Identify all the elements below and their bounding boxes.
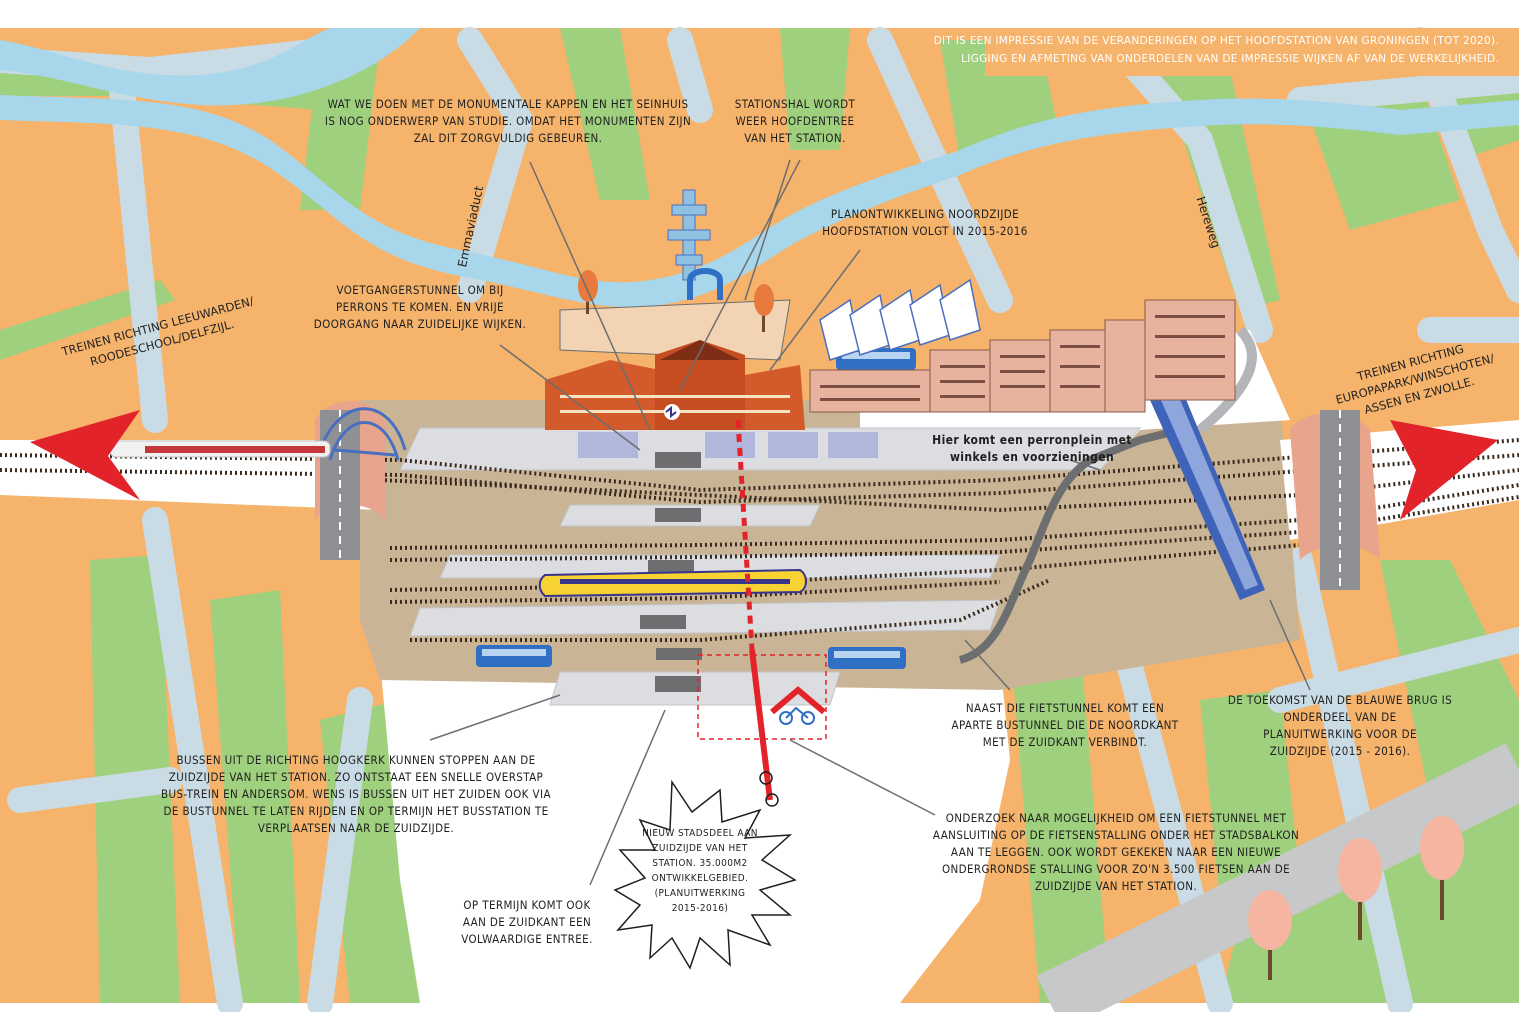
annotation-voetganger: VOETGANGERSTUNNEL OM BIJ PERRONS TE KOME… — [313, 283, 527, 331]
seinhuis-tower — [667, 189, 711, 281]
annotation-bustunnel: NAAST DIE FIETSTUNNEL KOMT EEN APARTE BU… — [951, 701, 1179, 749]
bus-south-east — [828, 647, 906, 669]
streets — [0, 27, 1519, 1012]
annotation-stadsdeel: NIEUW STADSDEEL AAN ZUIDZIJDE VAN HET ST… — [642, 828, 758, 914]
trees-south — [1248, 816, 1464, 980]
east-road-bridge — [1290, 410, 1380, 590]
bus-station-canopies — [819, 278, 981, 361]
annotation-entree: OP TERMIJN KOMT OOK AAN DE ZUIDKANT EEN … — [461, 898, 593, 946]
arch-sculpture — [687, 268, 723, 300]
ns-logo-icon — [664, 404, 680, 420]
annotation-planontwikkeling: PLANONTWIKKELING NOORDZIJDE HOOFDSTATION… — [822, 207, 1028, 238]
bicycle-parking-area — [697, 654, 827, 740]
disclaimer: DIT IS EEN IMPRESSIE VAN DE VERANDERINGE… — [933, 35, 1499, 65]
bicycle-icon — [759, 771, 779, 807]
annotation-fietstunnel: ONDERZOEK NAAR MOGELIJKHEID OM EEN FIETS… — [932, 811, 1300, 893]
canal — [0, 95, 1519, 308]
stadsdeel-badge — [613, 779, 797, 970]
annotation-stationshal: STATIONSHAL WORDT WEER HOOFDENTREE VAN H… — [734, 97, 856, 145]
annotation-blauwebrug: DE TOEKOMST VAN DE BLAUWE BRUG IS ONDERD… — [1227, 693, 1453, 758]
north-bus-road — [1196, 326, 1257, 434]
street-grey — [1036, 743, 1519, 1012]
annotation-perronplein: Hier komt een perronplein met winkels en… — [932, 433, 1132, 464]
bicycle-parking-icon — [770, 686, 826, 725]
disclaimer-banner — [985, 28, 1519, 76]
station-square — [559, 299, 791, 361]
yellow-train — [538, 568, 807, 598]
arrow-west-icon — [30, 410, 140, 500]
fietstunnel-south — [749, 649, 773, 801]
arrow-east-icon — [1390, 420, 1498, 520]
annotation-bussen: BUSSEN UIT DE RICHTING HOOGKERK KUNNEN S… — [161, 753, 551, 835]
underpass-stairs — [640, 452, 702, 692]
canal-top — [0, 28, 420, 106]
fietstunnel-route — [735, 419, 755, 651]
bus-south-west — [476, 645, 552, 667]
west-road-bridge — [315, 401, 385, 560]
annotation-monumental: WAT WE DOEN MET DE MONUMENTALE KAPPEN EN… — [324, 97, 692, 145]
leader-lines — [429, 159, 1311, 886]
bus-north — [836, 348, 916, 370]
bus-tunnel-road — [958, 426, 1181, 664]
shop-pavilions — [578, 432, 878, 458]
blue-arch-bridge — [318, 407, 407, 461]
red-train — [109, 440, 331, 458]
trees-north — [578, 270, 774, 332]
office-windows — [820, 315, 1225, 401]
